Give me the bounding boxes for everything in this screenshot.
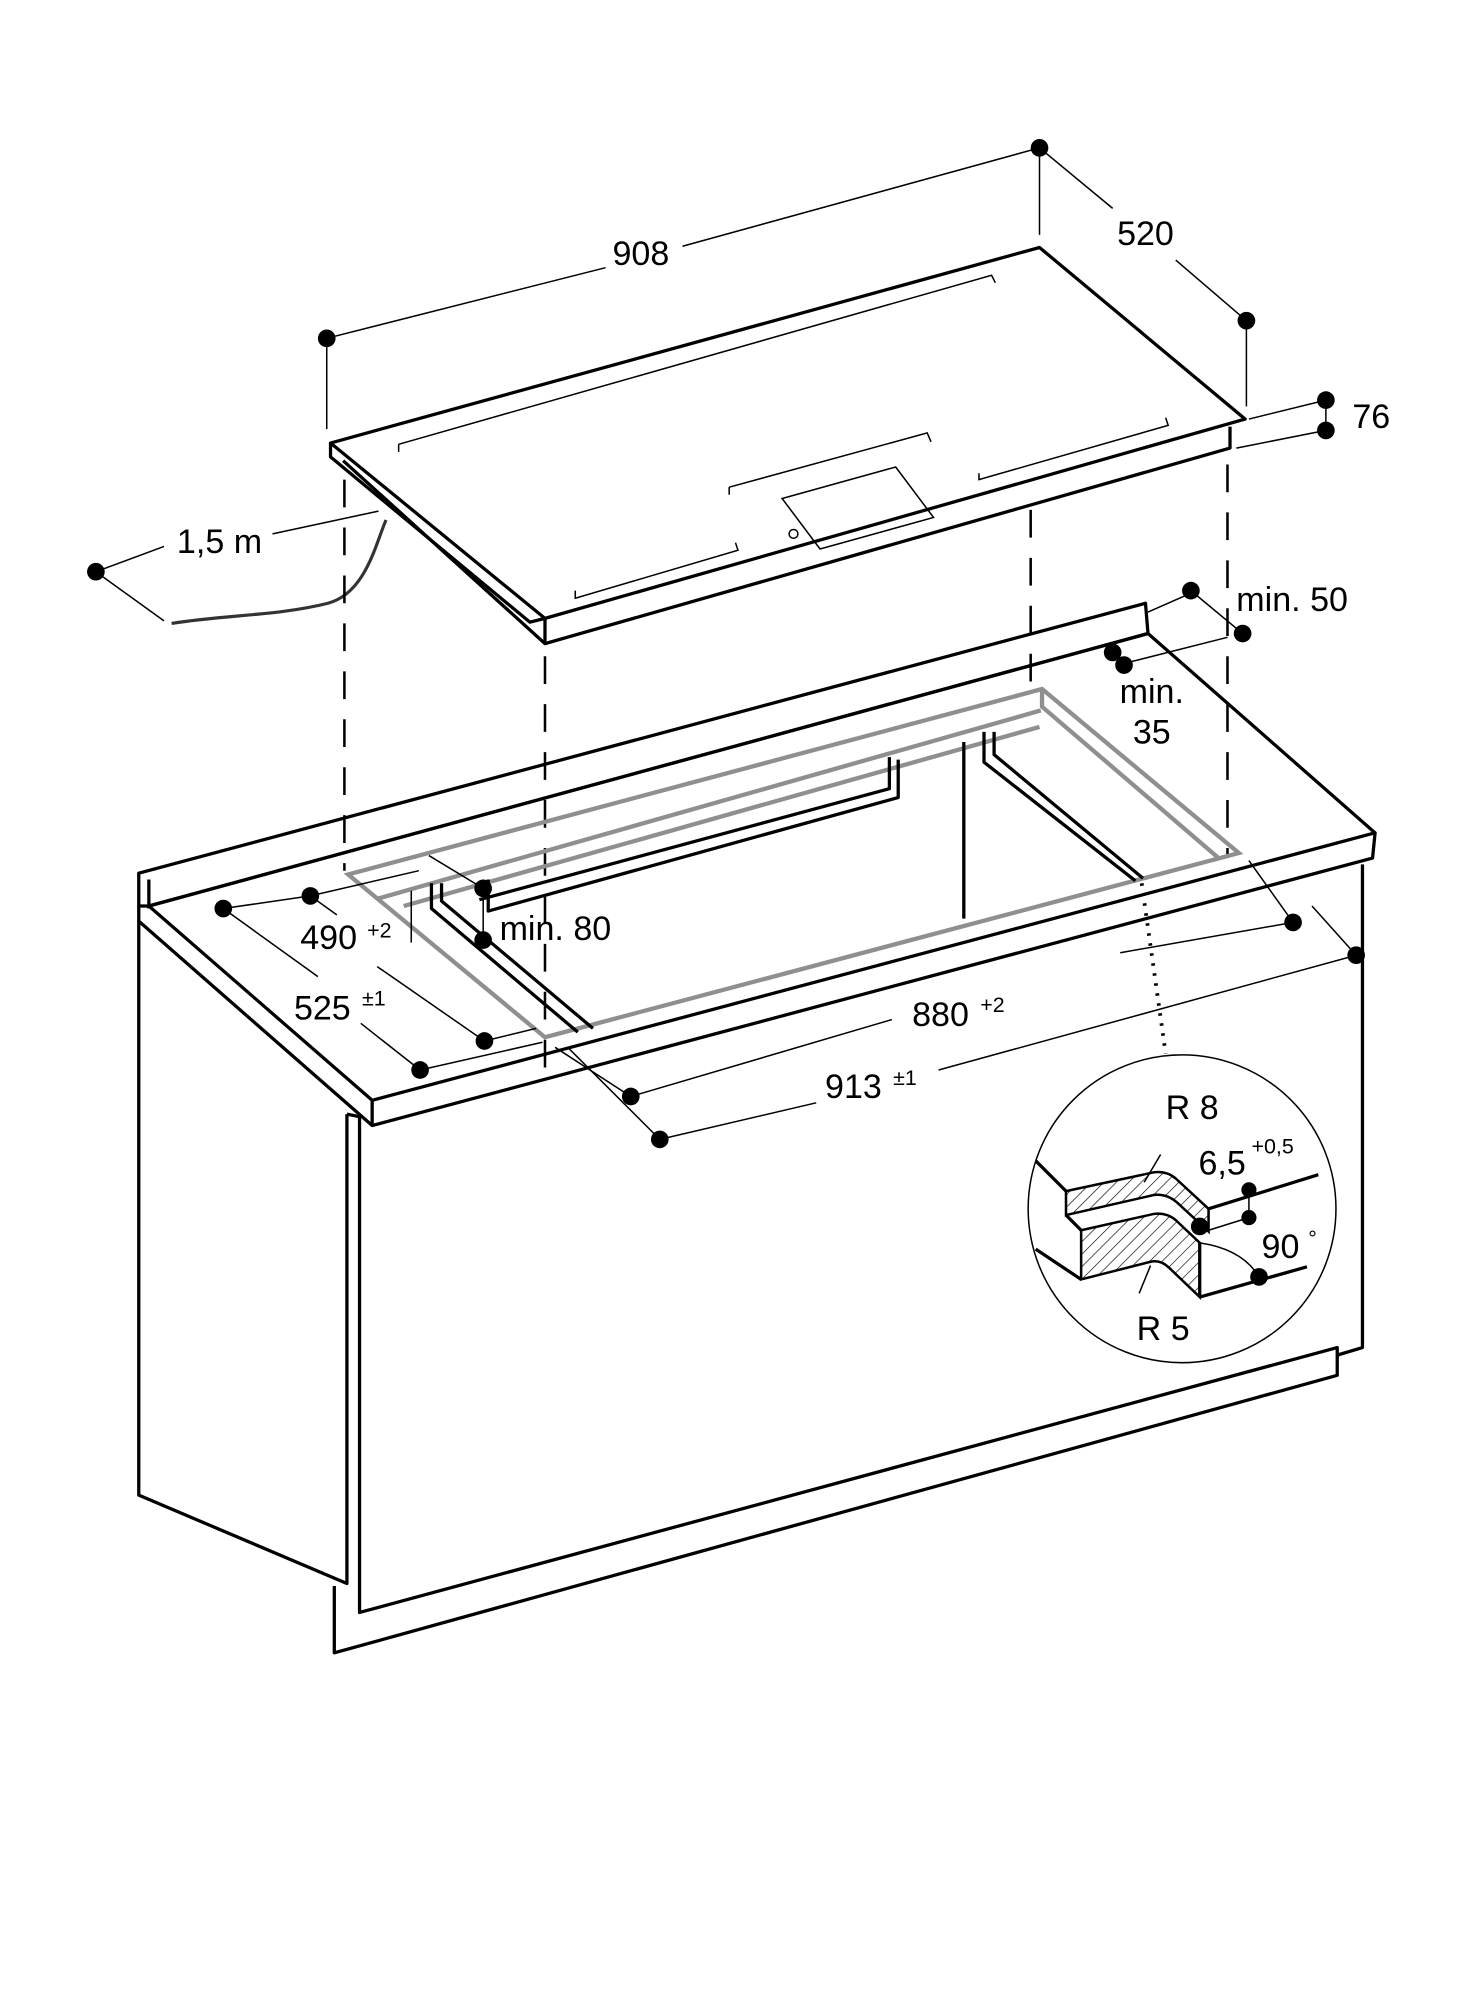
cabinet xyxy=(137,601,1377,1655)
cutout-depth-label: 490 xyxy=(300,919,357,957)
dimension-min-35: min. 35 xyxy=(1103,636,1228,751)
zone-mark-center xyxy=(728,432,932,495)
dimension-913: 913 ±1 xyxy=(567,905,1365,1149)
zone-mark-front xyxy=(574,542,739,600)
cutout-width-label: 880 xyxy=(912,996,969,1034)
recess-depth-label: 525 xyxy=(294,990,351,1028)
front-clearance-label: min. 80 xyxy=(500,910,612,948)
step-depth-tolerance: +0,5 xyxy=(1251,1134,1293,1158)
recess-outline xyxy=(343,686,1244,1040)
lower-radius-label: R 5 xyxy=(1137,1310,1190,1348)
dimension-908: 908 xyxy=(317,139,1049,430)
rear-clearance-label: min. 50 xyxy=(1236,581,1348,619)
control-display xyxy=(780,466,935,550)
worktop-cutout xyxy=(343,686,1244,1040)
dimension-880: 880 +2 xyxy=(554,860,1302,1106)
dimension-525: 525 ±1 xyxy=(214,895,543,1079)
recess-depth-tolerance: ±1 xyxy=(362,987,386,1011)
recess-width-tolerance: ±1 xyxy=(893,1066,917,1090)
angle-unit: ° xyxy=(1308,1226,1317,1250)
dimension-cable-length: 1,5 m xyxy=(87,510,379,622)
side-clearance-label-line2: 35 xyxy=(1133,713,1171,751)
upper-radius-label: R 8 xyxy=(1166,1089,1219,1127)
dimension-76: 76 xyxy=(1236,391,1390,449)
dimension-min-50: min. 50 xyxy=(1147,581,1348,643)
width-label: 908 xyxy=(612,235,669,273)
depth-label: 520 xyxy=(1117,215,1174,253)
step-depth-label: 6,5 xyxy=(1198,1145,1245,1183)
cutout-depth-tolerance: +2 xyxy=(367,919,391,943)
zone-mark-rear xyxy=(397,274,997,452)
cutout-width-tolerance: +2 xyxy=(980,993,1004,1017)
detail-leader xyxy=(1139,883,1168,1054)
dimension-min-80: min. 80 xyxy=(428,854,612,949)
lower-step-section xyxy=(1079,1212,1201,1301)
height-label: 76 xyxy=(1352,398,1390,436)
dimension-490: 490 +2 xyxy=(300,869,537,1050)
zone-mark-right xyxy=(978,417,1170,481)
recess-width-label: 913 xyxy=(825,1068,882,1106)
cutout-inner xyxy=(429,883,594,1034)
hob-top-surface xyxy=(328,245,1247,621)
dimension-520: 520 xyxy=(1039,147,1256,407)
hob-body-front xyxy=(342,426,1232,646)
detail-circle: R 8 6,5 +0,5 90 ° R 5 xyxy=(1027,1054,1337,1364)
cabinet-body xyxy=(137,921,349,1586)
power-cable xyxy=(171,519,388,625)
side-clearance-label-line1: min. xyxy=(1120,673,1184,711)
cable-length-label: 1,5 m xyxy=(177,523,262,561)
hob-appliance xyxy=(328,245,1247,646)
power-button-icon xyxy=(788,528,799,540)
upper-lip-section xyxy=(1064,1170,1210,1235)
angle-label: 90 xyxy=(1262,1228,1300,1266)
